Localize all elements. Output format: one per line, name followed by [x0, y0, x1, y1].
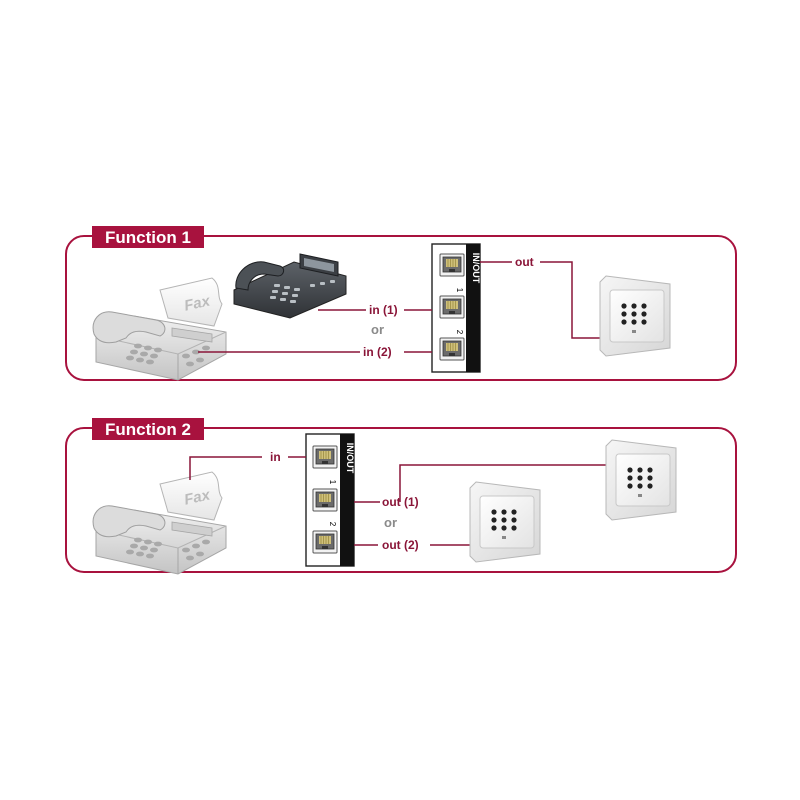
in1-label: in (1) [369, 303, 398, 317]
in2-label: in (2) [363, 345, 392, 359]
in-label-f2: in [270, 450, 281, 464]
out-label-f1: out [515, 255, 534, 269]
fax-label-1: Fax [183, 292, 212, 314]
port-inout-2 [312, 445, 338, 469]
telephone-device [233, 253, 347, 319]
wall-socket-f2-a [469, 481, 541, 563]
adapter-box-1: IN/OUT 1 2 [431, 243, 481, 373]
function2-title-tag [92, 418, 204, 440]
function1-title: Function 1 [105, 228, 191, 247]
port-number-1-f2: 1 [328, 480, 337, 485]
port-number-2-f1: 2 [455, 330, 464, 335]
function2-title: Function 2 [105, 420, 191, 439]
wire-out1-b [399, 464, 606, 502]
out1-label: out (1) [382, 495, 419, 509]
port-number-1-f1: 1 [455, 288, 464, 293]
wire-out-b [540, 261, 600, 339]
function2-panel: Function 2 Fax IN/OUT 1 2 in out (1) [65, 418, 737, 575]
out2-label: out (2) [382, 538, 419, 552]
adapter-box-2: IN/OUT 1 2 [305, 433, 355, 567]
port-number-2-f2: 2 [328, 522, 337, 527]
or-label-f1: or [371, 322, 384, 337]
function1-panel: Function 1 Fax IN/OUT 1 [65, 226, 737, 381]
port-inout-1 [439, 253, 465, 277]
fax-device-2: Fax [92, 471, 227, 575]
fax-label-2: Fax [183, 486, 212, 508]
or-label-f2: or [384, 515, 397, 530]
fax-device-1: Fax [92, 277, 227, 381]
function1-frame [65, 235, 737, 381]
inout-label-2: IN/OUT [345, 443, 355, 474]
port-1-f2 [312, 488, 338, 512]
wall-socket-f1 [599, 275, 671, 357]
inout-label-1: IN/OUT [471, 253, 481, 284]
wall-socket-f2-b [605, 439, 677, 521]
port-2-f1 [439, 337, 465, 361]
wire-in-a [189, 456, 262, 480]
port-1-f1 [439, 295, 465, 319]
function2-frame [65, 427, 737, 573]
function1-title-tag [92, 226, 204, 248]
port-2-f2 [312, 530, 338, 554]
